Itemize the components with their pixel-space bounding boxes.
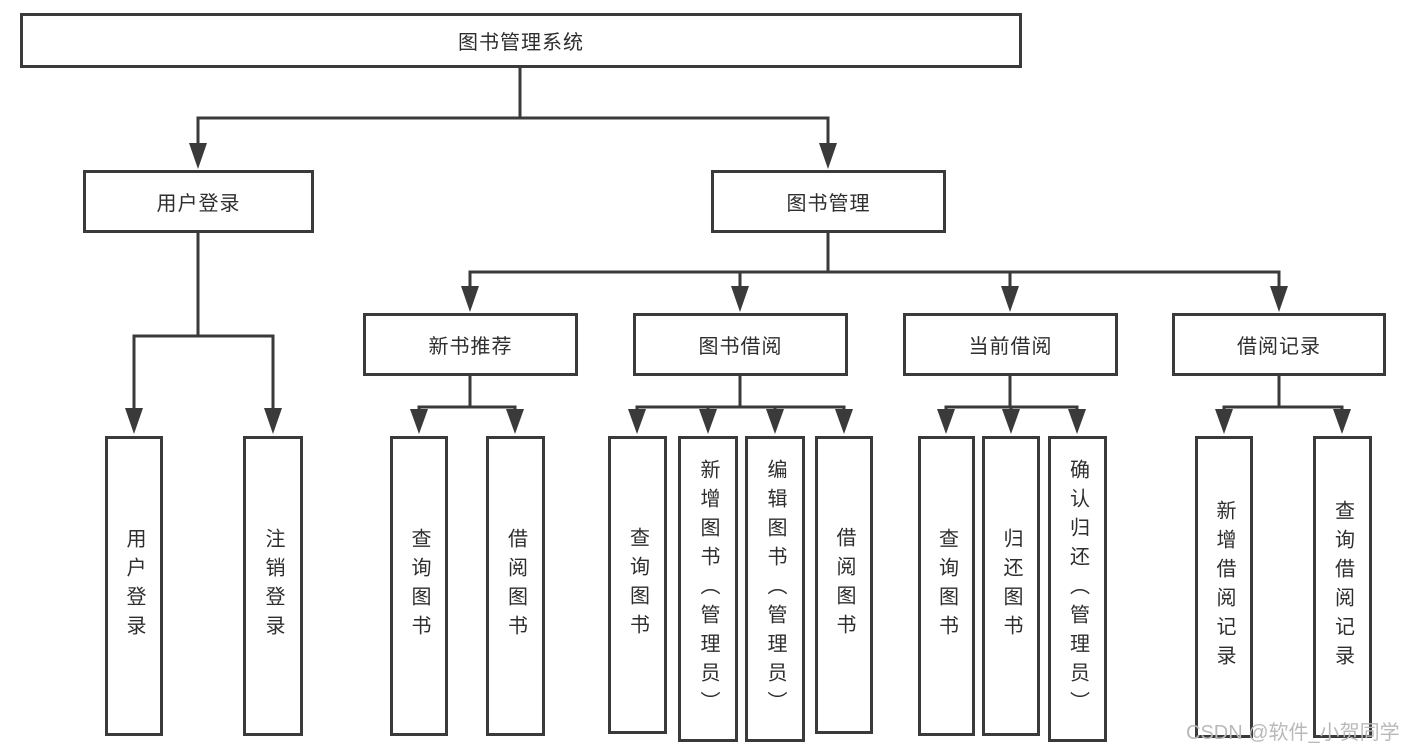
leaf-query-borrow-record: 查询借阅记录 (1313, 436, 1372, 738)
leaf-newbook-query-books-label: 查询图书 (408, 528, 430, 644)
node-new-book-recommend: 新书推荐 (363, 313, 578, 376)
leaf-edit-books-admin-label: 编辑图书（管理员） (764, 458, 786, 720)
leaf-add-borrow-record: 新增借阅记录 (1195, 436, 1253, 738)
leaf-confirm-return-admin: 确认归还（管理员） (1048, 436, 1107, 742)
node-user-login-label: 用户登录 (156, 193, 241, 215)
leaf-borrow-books: 借阅图书 (815, 436, 873, 734)
leaf-user-login: 用户登录 (105, 436, 163, 736)
node-book-management-label: 图书管理 (786, 193, 871, 215)
leaf-borrow-query-books: 查询图书 (608, 436, 667, 734)
node-book-management: 图书管理 (711, 170, 946, 233)
leaf-current-query-books-label: 查询图书 (935, 528, 958, 644)
node-new-book-recommend-label: 新书推荐 (428, 336, 513, 358)
leaf-edit-books-admin: 编辑图书（管理员） (745, 436, 805, 742)
leaf-logout: 注销登录 (243, 436, 303, 736)
node-borrow-record-label: 借阅记录 (1237, 336, 1321, 358)
connector-book-borrow-to-leaves (628, 374, 853, 434)
node-root: 图书管理系统 (20, 13, 1022, 68)
leaf-return-books: 归还图书 (982, 436, 1040, 736)
csdn-watermark: CSDN @软件_小贺同学 (1186, 722, 1400, 744)
node-root-label: 图书管理系统 (458, 32, 584, 54)
node-current-borrow: 当前借阅 (903, 313, 1118, 376)
leaf-query-borrow-record-label: 查询借阅记录 (1331, 500, 1354, 674)
leaf-add-books-admin-label: 新增图书（管理员） (697, 458, 719, 720)
connector-current-borrow-to-leaves (937, 374, 1086, 434)
connector-root-to-level2 (189, 66, 837, 169)
connector-user-login-to-leaves (125, 231, 282, 434)
connector-new-book-to-leaves (410, 374, 524, 434)
leaf-user-login-label: 用户登录 (123, 528, 145, 644)
leaf-add-borrow-record-label: 新增借阅记录 (1213, 500, 1235, 674)
leaf-add-books-admin: 新增图书（管理员） (678, 436, 738, 742)
node-current-borrow-label: 当前借阅 (968, 336, 1053, 358)
leaf-newbook-query-books: 查询图书 (390, 436, 448, 736)
node-borrow-record: 借阅记录 (1172, 313, 1386, 376)
node-book-borrow: 图书借阅 (633, 313, 848, 376)
connector-book-management-to-level3 (461, 231, 1288, 312)
node-user-login: 用户登录 (83, 170, 314, 233)
leaf-borrow-query-books-label: 查询图书 (626, 527, 649, 643)
leaf-logout-label: 注销登录 (262, 528, 284, 644)
leaf-newbook-borrow-books: 借阅图书 (486, 436, 545, 736)
leaf-confirm-return-admin-label: 确认归还（管理员） (1066, 458, 1089, 720)
leaf-current-query-books: 查询图书 (918, 436, 975, 736)
connector-borrow-record-to-leaves (1215, 374, 1351, 434)
leaf-newbook-borrow-books-label: 借阅图书 (504, 528, 527, 644)
leaf-return-books-label: 归还图书 (1000, 528, 1022, 644)
node-book-borrow-label: 图书借阅 (698, 336, 783, 358)
leaf-borrow-books-label: 借阅图书 (833, 527, 855, 643)
